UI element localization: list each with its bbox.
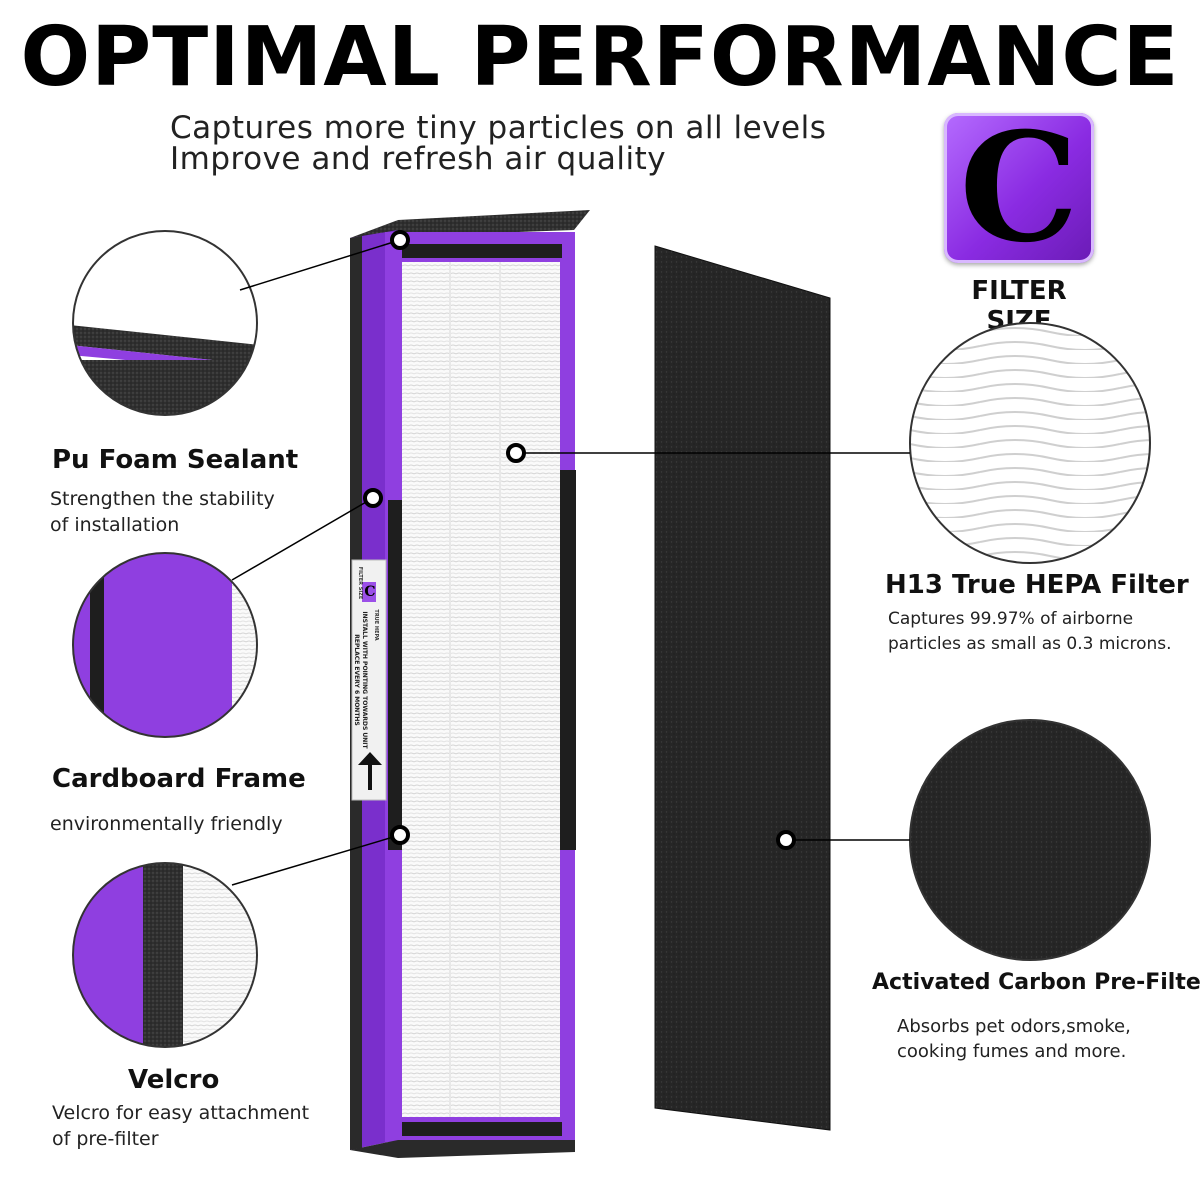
hepa-filter-unit: [350, 210, 590, 1158]
feature-title-velcro: Velcro: [128, 1065, 220, 1095]
feature-desc-hepa-1: Captures 99.97% of airborne: [888, 609, 1134, 629]
carbon-prefilter: [654, 245, 831, 1131]
feature-desc-hepa-2: particles as small as 0.3 microns.: [888, 634, 1172, 654]
subtitle-line-2: Improve and refresh air quality: [170, 141, 667, 177]
feature-title-carbon: Activated Carbon Pre-Filter: [872, 970, 1200, 995]
feature-desc-carbon-2: cooking fumes and more.: [897, 1041, 1127, 1062]
filter-side-type: TRUE HEPA: [373, 605, 379, 645]
feature-desc-foam-sealant-1: Strengthen the stability: [50, 488, 275, 510]
feature-desc-foam-sealant-2: of installation: [50, 514, 180, 536]
feature-desc-velcro-2: of pre-filter: [52, 1128, 159, 1150]
subtitle-line-1: Captures more tiny particles on all leve…: [170, 110, 827, 146]
velcro-detail-image: [73, 863, 257, 1047]
filter-side-letter: C: [364, 584, 376, 600]
hepa-pleats-detail-image: [910, 323, 1150, 563]
cardboard-frame-detail-image: [73, 553, 257, 737]
page-title: OPTIMAL PERFORMANCE: [20, 10, 1180, 105]
feature-title-foam-sealant: Pu Foam Sealant: [52, 445, 299, 475]
filter-side-type-text: TRUE HEPA: [373, 609, 379, 641]
carbon-sheet-detail-image: [910, 720, 1150, 960]
feature-desc-cardboard-frame-1: environmentally friendly: [50, 813, 283, 835]
feature-desc-velcro-1: Velcro for easy attachment: [52, 1102, 310, 1124]
filter-size-badge: C: [944, 113, 1094, 263]
feature-desc-carbon-1: Absorbs pet odors,smoke,: [897, 1016, 1131, 1037]
foam-sealant-detail-image: [73, 231, 257, 415]
feature-title-cardboard-frame: Cardboard Frame: [52, 764, 306, 794]
feature-title-hepa: H13 True HEPA Filter: [885, 570, 1189, 600]
filter-size-letter: C: [959, 100, 1079, 276]
